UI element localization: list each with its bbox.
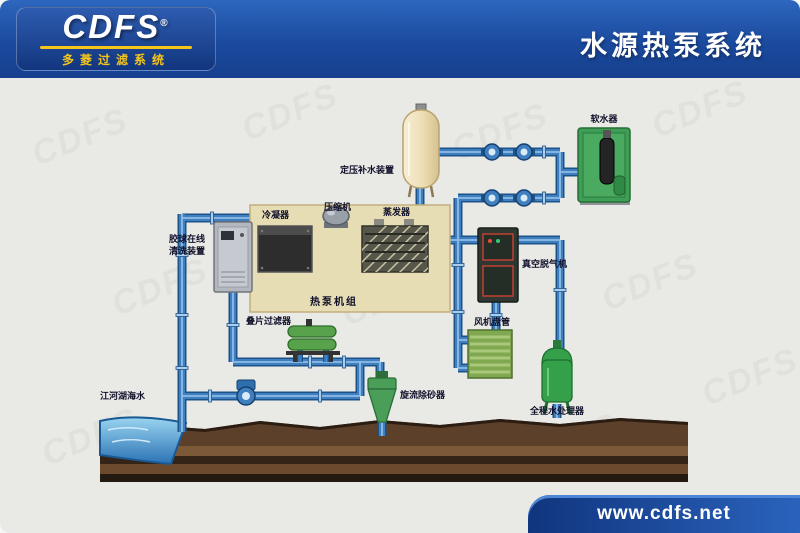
- circulation-pump: [513, 189, 535, 207]
- circulation-pump: [513, 143, 535, 161]
- label-compressor: 压缩机: [324, 202, 352, 212]
- registered-mark: ®: [160, 18, 170, 29]
- vacuum-degasser: [477, 227, 519, 303]
- condenser: [257, 225, 313, 273]
- brand-text: CDFS: [62, 8, 161, 45]
- label-water-processor: 全程水处理器: [530, 406, 585, 416]
- brand-name: CDFS®: [62, 10, 169, 43]
- cyclone-separator: [367, 371, 397, 423]
- label-heat-pump-unit: 热泵机组: [310, 297, 358, 308]
- evaporator: [361, 219, 429, 273]
- page-title: 水源热泵系统: [580, 31, 766, 61]
- disc-filter: [286, 319, 340, 362]
- label-fan-coil: 风机盘管: [474, 317, 511, 327]
- footer-banner: www.cdfs.net: [528, 495, 800, 533]
- intake-pump: [236, 379, 256, 406]
- label-evaporator: 蒸发器: [383, 207, 411, 217]
- terrain: [100, 418, 688, 482]
- brand-subtitle: 多菱过滤系统: [61, 53, 170, 67]
- website-url[interactable]: www.cdfs.net: [597, 503, 731, 524]
- circulation-pump: [481, 143, 503, 161]
- diagram-area: CDFS CDFS CDFS CDFS CDFS CDFS CDFS CDFS …: [0, 73, 800, 533]
- water-intake: [99, 416, 188, 466]
- label-vacuum-degasser: 真空脱气机: [522, 259, 568, 269]
- label-softener: 软水器: [590, 114, 618, 124]
- compressor: [322, 206, 350, 228]
- water-softener: [577, 127, 631, 205]
- ball-cleaning-cabinet: [213, 221, 253, 293]
- water-processor: [541, 340, 573, 415]
- label-expansion-tank: 定压补水装置: [340, 165, 395, 175]
- system-diagram: [99, 103, 688, 482]
- header: CDFS® 多菱过滤系统 水源热泵系统: [0, 0, 800, 78]
- label-condenser: 冷凝器: [262, 210, 290, 220]
- fan-coil: [467, 329, 513, 379]
- label-cyclone: 旋流除砂器: [400, 390, 446, 400]
- brand-logo: CDFS® 多菱过滤系统: [16, 7, 216, 71]
- label-raw-water: 江河湖海水: [100, 391, 146, 401]
- expansion-tank: [402, 103, 440, 198]
- circulation-pump: [481, 189, 503, 207]
- label-ball-cleaning: 胶球在线 清洗装置: [168, 234, 205, 256]
- label-disc-filter: 叠片过滤器: [246, 316, 292, 326]
- logo-underline: [40, 46, 192, 49]
